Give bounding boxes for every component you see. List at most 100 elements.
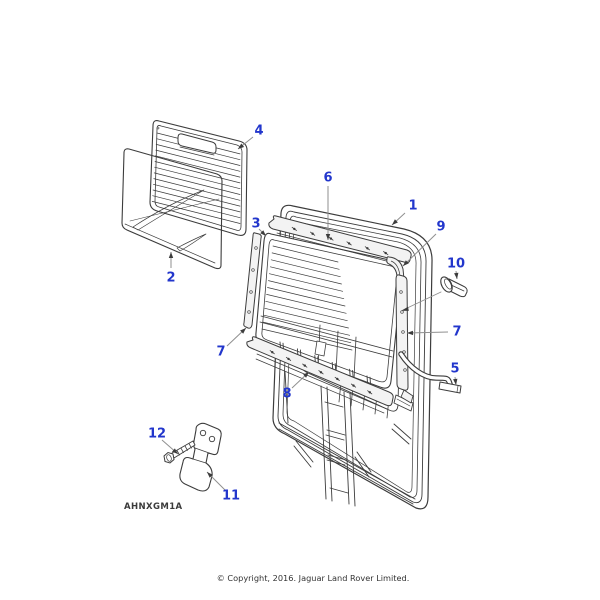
louvre-line [151,201,241,224]
louvre-line [262,321,352,344]
callout-8: 8 [282,371,310,402]
part-7-side-channel-right-stroke [403,368,407,372]
callout-7-left: 7 [216,327,247,360]
leader-arrowhead [303,372,309,378]
part-4-louvre-panel-stroke [156,126,160,130]
window-unit-catch [314,340,327,357]
louvre-line [154,166,241,190]
louvre-line [265,300,348,322]
part-7-side-channel-left-stroke [251,268,255,272]
part-12-screw-stroke [184,445,188,451]
callout-10: 10 [447,257,465,280]
copyright-text: © Copyright, 2016. Jaguar Land Rover Lim… [217,573,410,583]
callout-7-right: 7 [406,325,462,340]
part-12-screw-stroke [188,443,192,449]
callout-1: 1 [391,199,418,226]
louvre-line [267,287,346,307]
screw-mark [318,370,324,375]
door-lower-framework-stroke [295,440,314,463]
screw-mark [367,390,373,395]
louvre-line [155,144,241,166]
part-10-pivot-pin-stroke [444,278,452,290]
glass-reflection [132,189,205,231]
louvre-line [153,178,241,201]
louvre-line [271,252,340,270]
door-lower-framework-stroke [343,391,350,505]
window-unit-louvres [261,245,353,351]
louvre-line [266,294,347,314]
door-lower-framework-stroke [326,429,346,436]
callout-11: 11 [206,471,240,504]
louvre-line [153,183,241,207]
callout-number: 8 [282,387,291,402]
part-10-pivot-pin-stroke [401,306,409,311]
top-channel-screws [291,226,389,256]
leader-arrowhead [240,328,246,334]
part-11-bracket-stroke [199,429,207,437]
part-11-bracket [179,422,222,492]
part-11-bracket-stroke [192,458,207,464]
leader-arrowhead [325,234,331,240]
louvre-line [154,161,241,184]
screw-mark [346,241,352,246]
part-1-door-frame-stroke [282,215,422,498]
part-10-pivot-pin [401,276,468,311]
leader-line [402,233,437,267]
callout-number: 3 [251,217,260,232]
glass-reflection [176,233,207,252]
diagram-code: AHNXGM1A [124,502,183,512]
door-lower-framework-stroke [326,459,346,466]
callout-5: 5 [450,362,460,386]
callout-number: 11 [222,489,240,504]
callout-number: 9 [436,220,445,235]
leader-arrowhead [260,230,266,236]
louvre-line [152,189,241,213]
louvre-line [269,266,342,285]
panel-handle-cutout [177,133,217,154]
louvre-line [272,245,339,263]
door-lower-framework-stroke [356,451,372,473]
part-2-glass-pane [121,148,223,270]
part-8-bottom-rail [246,336,394,414]
door-lower-framework-stroke [324,401,344,408]
leader-arrowhead [403,260,409,266]
door-lower-framework-stroke [327,454,347,461]
part-7-side-channel-right-stroke [401,330,405,334]
door-lower-framework-stroke [284,371,289,424]
part-5-check-rod-stroke [399,352,452,386]
louvre-line [152,195,241,219]
screw-mark [334,376,340,381]
part-3-sliding-window-unit [255,232,403,391]
louvre-line [270,259,341,278]
part-3-sliding-window-unit-stroke [353,336,357,381]
part-10-pivot-pin-stroke [402,291,442,311]
callout-number: 7 [452,325,461,340]
callout-number: 6 [323,171,332,186]
leader-arrowhead [238,143,245,149]
door-lower-framework-stroke [325,434,345,441]
screw-mark [364,246,370,251]
screw-mark [285,356,292,361]
door-lower-framework-stroke [278,428,414,505]
door-lower-framework-stroke [326,386,333,502]
screw-mark [269,350,275,355]
part-11-bracket-stroke [194,447,213,455]
screw-mark [383,251,389,256]
channel-foot [400,389,414,404]
louvre-line [153,172,241,195]
callout-3: 3 [251,217,267,237]
part-7-side-channel-left-stroke [249,290,253,294]
screw-mark [302,363,308,368]
part-12-screw-stroke [176,450,180,456]
part-7-side-channel-right-stroke [399,290,403,294]
leader-arrowhead [392,219,398,225]
part-2-glass-pane-stroke [121,148,223,270]
leader-arrowhead [453,378,458,385]
part-3-sliding-window-unit-stroke [259,321,393,358]
screw-mark [328,236,334,241]
leader-arrowhead [407,330,414,336]
leader-arrowhead [454,272,459,279]
